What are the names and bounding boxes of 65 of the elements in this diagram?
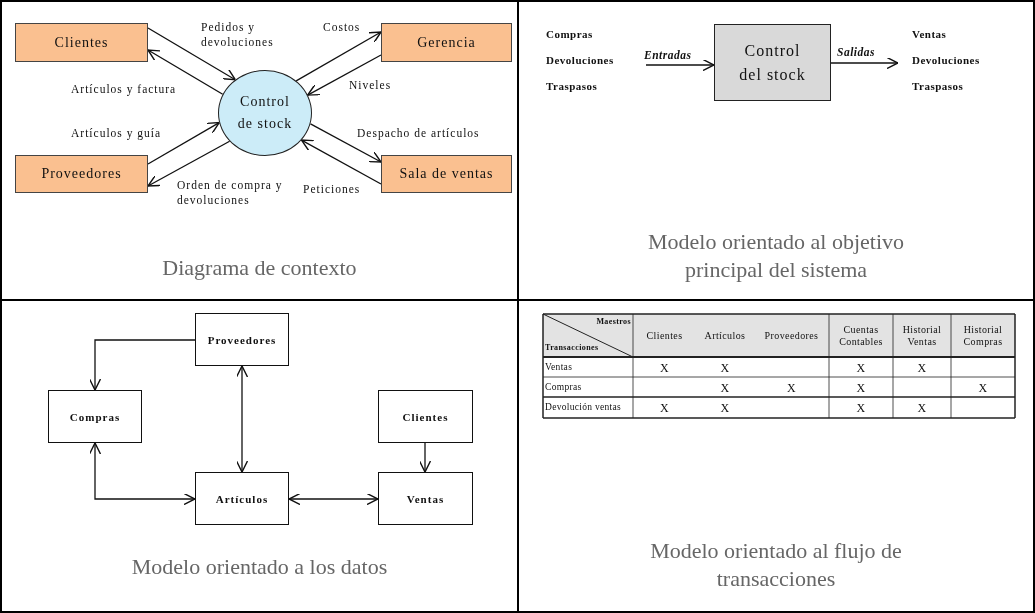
entity-box: Clientes: [15, 23, 148, 62]
arrow: [288, 492, 379, 506]
table-entry: X: [719, 359, 731, 377]
arrow: [307, 54, 382, 96]
panel-caption: Modelo orientado a los datos: [130, 553, 389, 581]
edge-label: Despacho de artículos: [356, 126, 481, 141]
panel-caption: Diagrama de contexto: [161, 254, 358, 282]
column-axis-label: Maestros: [595, 317, 631, 327]
edge-label: Artículos y guía: [70, 126, 163, 141]
table-entry: X: [916, 400, 928, 418]
table-entry: X: [855, 359, 867, 377]
table-entry: X: [658, 400, 671, 418]
entity-box: Clientes: [378, 390, 473, 443]
table-entry: X: [977, 379, 989, 397]
table-entry: X: [785, 379, 798, 397]
arrow: [300, 139, 382, 185]
table-entry: X: [916, 359, 928, 377]
panel-caption: Modelo orientado al flujo de transacciones: [649, 537, 903, 592]
arrow: [88, 339, 196, 391]
arrow: [147, 27, 236, 81]
panel: [0, 299, 519, 613]
row-axis-label: Transacciones: [545, 343, 599, 353]
arrow: [88, 442, 196, 506]
table-entry: X: [719, 400, 731, 418]
flow-item-label: Traspasos: [912, 79, 965, 94]
column-header: Historial Compras: [962, 323, 1004, 349]
arrow: [147, 49, 224, 95]
entity-box: Proveedores: [15, 155, 148, 193]
arrow: [645, 58, 715, 72]
table-entry: X: [855, 379, 867, 397]
arrow: [235, 365, 249, 473]
arrow: [418, 442, 432, 473]
row-header: Ventas: [544, 360, 574, 374]
entity-box: Proveedores: [195, 313, 289, 366]
table-entry: X: [855, 400, 867, 418]
column-header: Proveedores: [763, 328, 820, 343]
panel: [517, 299, 1035, 613]
row-header: Devolución ventas: [544, 401, 623, 415]
row-header: Compras: [544, 380, 583, 394]
entity-box: Gerencia: [381, 23, 512, 62]
entity-box: Artículos: [195, 472, 289, 525]
arrow: [147, 140, 231, 187]
flow-item-label: Devoluciones: [912, 53, 981, 68]
entity-box: Ventas: [378, 472, 473, 525]
flow-item-label: Devoluciones: [546, 53, 615, 68]
flow-item-label: Compras: [546, 27, 594, 42]
panel: [517, 0, 1035, 301]
arrow: [295, 31, 382, 82]
flow-item-label: Ventas: [912, 27, 948, 42]
arrow: [309, 123, 382, 163]
arrow: [147, 121, 220, 165]
arrow: [830, 56, 899, 70]
entity-box: Sala de ventas: [381, 155, 512, 193]
flow-item-label: Traspasos: [546, 79, 599, 94]
edge-label: Artículos y factura: [70, 82, 178, 97]
table-entry: X: [658, 359, 671, 377]
column-header: Clientes: [645, 328, 684, 343]
process-box: Control del stock: [714, 24, 831, 101]
table-entry: X: [719, 379, 731, 397]
column-header: Cuentas Contables: [838, 323, 884, 349]
entity-box: Compras: [48, 390, 142, 443]
panel-caption: Modelo orientado al objetivo principal del sistema: [647, 228, 905, 283]
column-header: Artículos: [703, 328, 747, 343]
column-header: Historial Ventas: [901, 323, 943, 349]
process-circle: Control de stock: [218, 70, 312, 156]
